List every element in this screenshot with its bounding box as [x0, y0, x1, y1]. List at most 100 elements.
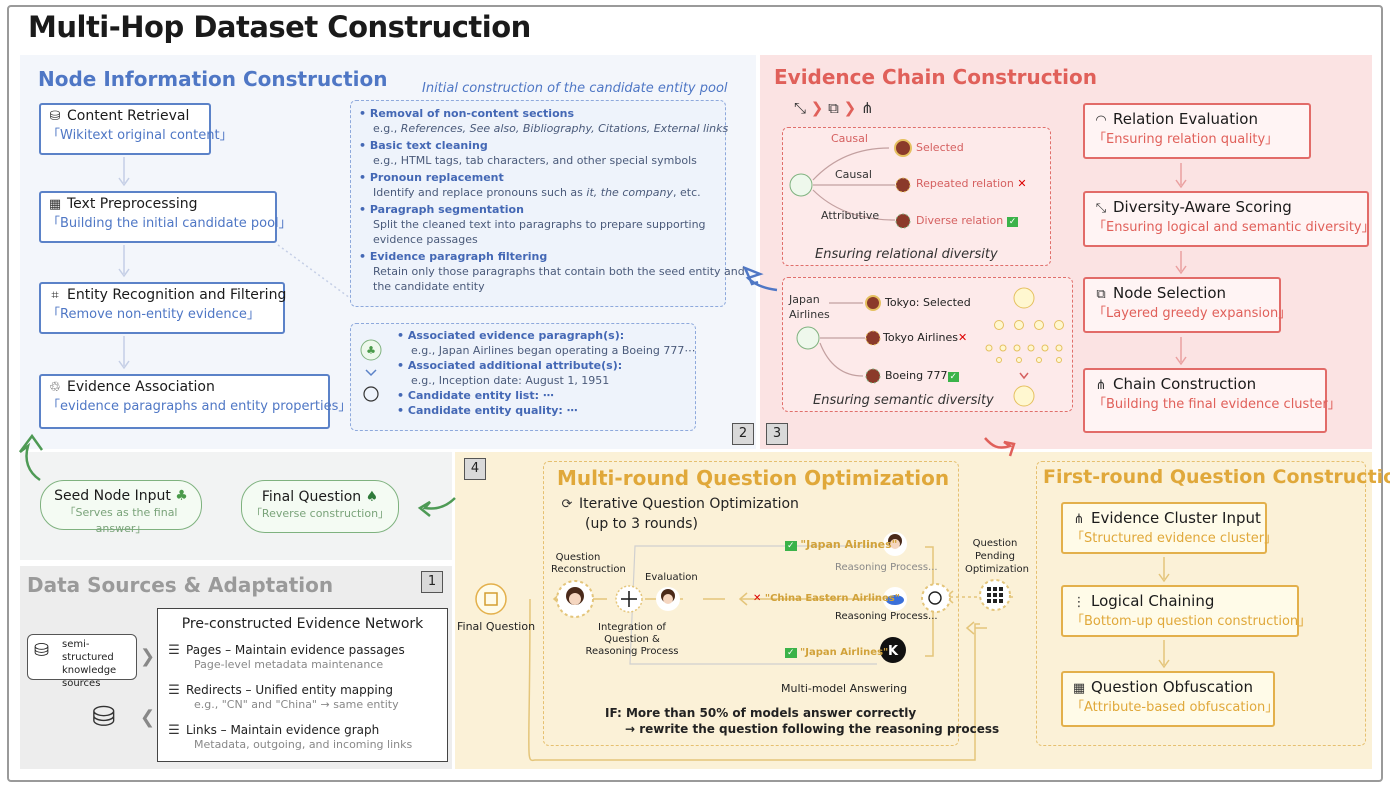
node-information-panel: Node Information Construction Initial co…	[20, 55, 756, 449]
step-title: Entity Recognition and Filtering	[67, 287, 287, 303]
target-label: Repeated relation ✕	[916, 177, 1027, 190]
step-sub: 「Bottom-up question construction」	[1071, 614, 1312, 629]
step-number-1: 1	[421, 571, 443, 593]
reasoning-label: Reasoning Process...	[835, 611, 938, 622]
integration-label: Integration of Question & Reasoning Proc…	[585, 622, 679, 657]
assoc-desc: e.g., Japan Airlines began operating a B…	[411, 344, 696, 357]
preprocess-item: • Basic text cleaning	[359, 139, 488, 152]
step-sub: 「Building the initial candidate pool」	[47, 216, 292, 231]
step-sub: 「Wikitext original content」	[47, 128, 233, 143]
question-obfuscation-box[interactable]: ▦Question Obfuscation 「Attribute-based o…	[1061, 671, 1278, 727]
relational-caption: Ensuring relational diversity	[815, 247, 998, 262]
step-title: Chain Construction	[1113, 375, 1257, 393]
network-item: ☰Pages – Maintain evidence passages Page…	[166, 643, 405, 671]
chain-construction-box[interactable]: ⋔Chain Construction 「Building the final …	[1083, 368, 1341, 433]
seed-title: Seed Node Input ♣	[54, 488, 188, 504]
semantic-graph	[796, 287, 1064, 407]
evidence-association-box[interactable]: ♲Evidence Association 「evidence paragrap…	[39, 374, 351, 429]
target-label: Tokyo Airlines✕	[883, 331, 968, 344]
tree-icon: ♠	[365, 489, 379, 505]
assoc-item: • Associated additional attribute(s):	[397, 359, 623, 372]
seed-to-cluster-icons: ♣	[360, 339, 382, 402]
diversity-scoring-box[interactable]: ⤡Diversity-Aware Scoring 「Ensuring logic…	[1083, 191, 1375, 247]
evidence-arrows	[1175, 163, 1187, 366]
step-title: Diversity-Aware Scoring	[1113, 198, 1292, 216]
database-check-icon: ⛁	[92, 700, 116, 733]
preprocess-desc: the candidate entity	[373, 280, 485, 293]
logical-chaining-box[interactable]: ⋮Logical Chaining 「Bottom-up question co…	[1061, 585, 1312, 637]
sprout-icon: ♣	[175, 488, 188, 504]
relational-diversity-box: Causal Causal Attributive Selected Repea…	[782, 127, 1051, 266]
step-number-3: 3	[766, 423, 788, 445]
step-title: Logical Chaining	[1091, 592, 1215, 610]
network-item: ☰Redirects – Unified entity mapping e.g.…	[166, 683, 398, 711]
evidence-cluster-input-box[interactable]: ⋔Evidence Cluster Input 「Structured evid…	[1061, 502, 1278, 554]
step-title: Evidence Association	[67, 379, 215, 395]
node-selection-box[interactable]: ⧉Node Selection 「Layered greedy expansio…	[1083, 277, 1292, 333]
preprocess-desc: evidence passages	[373, 233, 478, 246]
preprocess-desc: Retain only those paragraphs that contai…	[373, 265, 745, 278]
evidence-network-box: Pre-constructed Evidence Network ☰Pages …	[157, 608, 448, 762]
semantic-caption: Ensuring semantic diversity	[813, 393, 994, 408]
step-title: Text Preprocessing	[67, 196, 198, 212]
preprocess-desc: e.g., HTML tags, tab characters, and oth…	[373, 154, 697, 167]
scatter-icon: ⤡	[1095, 201, 1107, 216]
link-cluster-icon: ♲	[49, 380, 61, 395]
first-round-box	[1036, 461, 1366, 746]
cross-icon: ✕	[753, 593, 762, 604]
scan-icon: ⌗	[51, 288, 59, 303]
grid-icon: ▦	[1072, 681, 1086, 696]
check-icon: ✓	[785, 648, 797, 658]
network-item: ☰Links – Maintain evidence graph Metadat…	[166, 723, 412, 751]
answer-item: ✓ "Japan Airlines"	[785, 647, 889, 658]
entity-recognition-box[interactable]: ⌗Entity Recognition and Filtering 「Remov…	[39, 282, 287, 334]
step-sub: 「Building the final evidence cluster」	[1093, 397, 1341, 412]
gauge-icon: ◠	[1095, 113, 1107, 128]
first-round-arrows	[1158, 557, 1170, 669]
check-icon: ✓	[785, 541, 797, 551]
cross-icon: ✕	[1017, 177, 1027, 190]
evidence-section-title: Evidence Chain Construction	[774, 65, 1097, 89]
final-title: Final Question ♠	[261, 489, 379, 505]
assoc-item: • Candidate entity list: ⋯	[397, 389, 554, 402]
step-sub: 「Ensuring relation quality」	[1093, 132, 1279, 147]
redirect-icon: ☰	[168, 683, 180, 698]
cross-icon: ✕	[957, 331, 968, 344]
final-question-label: Final Question	[457, 620, 536, 633]
multi-round-title: Multi-round Question Optimization	[557, 466, 950, 490]
hierarchy-icon: ⋔	[1073, 512, 1085, 527]
layers-icon: ⧉	[1096, 287, 1106, 302]
cleaning-icon: ▦	[48, 197, 62, 212]
step-sub: 「Structured evidence cluster」	[1071, 531, 1278, 546]
assoc-item: • Associated evidence paragraph(s):	[397, 329, 625, 342]
relation-evaluation-box[interactable]: ◠ Relation Evaluation 「Ensuring relation …	[1083, 103, 1311, 159]
page-title: Multi-Hop Dataset Construction	[28, 10, 531, 44]
data-section-title: Data Sources & Adaptation	[27, 573, 334, 597]
answer-item: ✓ "Japan Airlines"	[785, 538, 898, 551]
step-sub: 「Layered greedy expansion」	[1093, 306, 1292, 321]
pipeline-icons: ⤡ ❯ ⧉ ❯ ⋔	[794, 99, 874, 117]
step-title: Content Retrieval	[67, 108, 190, 124]
iteration-label: ⟳Iterative Question Optimization	[559, 496, 799, 512]
question-optimization-panel: Multi-round Question Optimization ⟳Itera…	[455, 452, 1390, 769]
step-title: Relation Evaluation	[1113, 110, 1258, 128]
seed-node-pill[interactable]: Seed Node Input ♣ 「Serves as the final a…	[40, 480, 202, 535]
reasoning-label: Reasoning Process...	[835, 562, 938, 573]
multi-round-box	[543, 461, 959, 746]
pool-label: Initial construction of the candidate en…	[422, 81, 728, 96]
step-number-4: 4	[464, 458, 486, 480]
node-section-title: Node Information Construction	[38, 67, 388, 91]
edge-label: Causal	[831, 132, 868, 145]
edge-label: Attributive	[821, 209, 880, 222]
text-preprocessing-box[interactable]: ▦ Text Preprocessing 「Building the initia…	[39, 191, 292, 243]
preprocess-desc: Split the cleaned text into paragraphs t…	[373, 218, 706, 231]
content-retrieval-box[interactable]: ⛁Content Retrieval 「Wikitext original co…	[39, 103, 233, 155]
final-sub: 「Reverse construction」	[250, 507, 390, 520]
seed-sub: 「Serves as the final answer」	[64, 506, 178, 535]
step-number-2: 2	[732, 423, 754, 445]
cycle-icon: ⟳	[561, 497, 573, 512]
edge-label: Causal	[835, 168, 872, 181]
final-question-pill[interactable]: Final Question ♠ 「Reverse construction」	[241, 480, 399, 533]
svg-text:♣: ♣	[366, 344, 376, 357]
